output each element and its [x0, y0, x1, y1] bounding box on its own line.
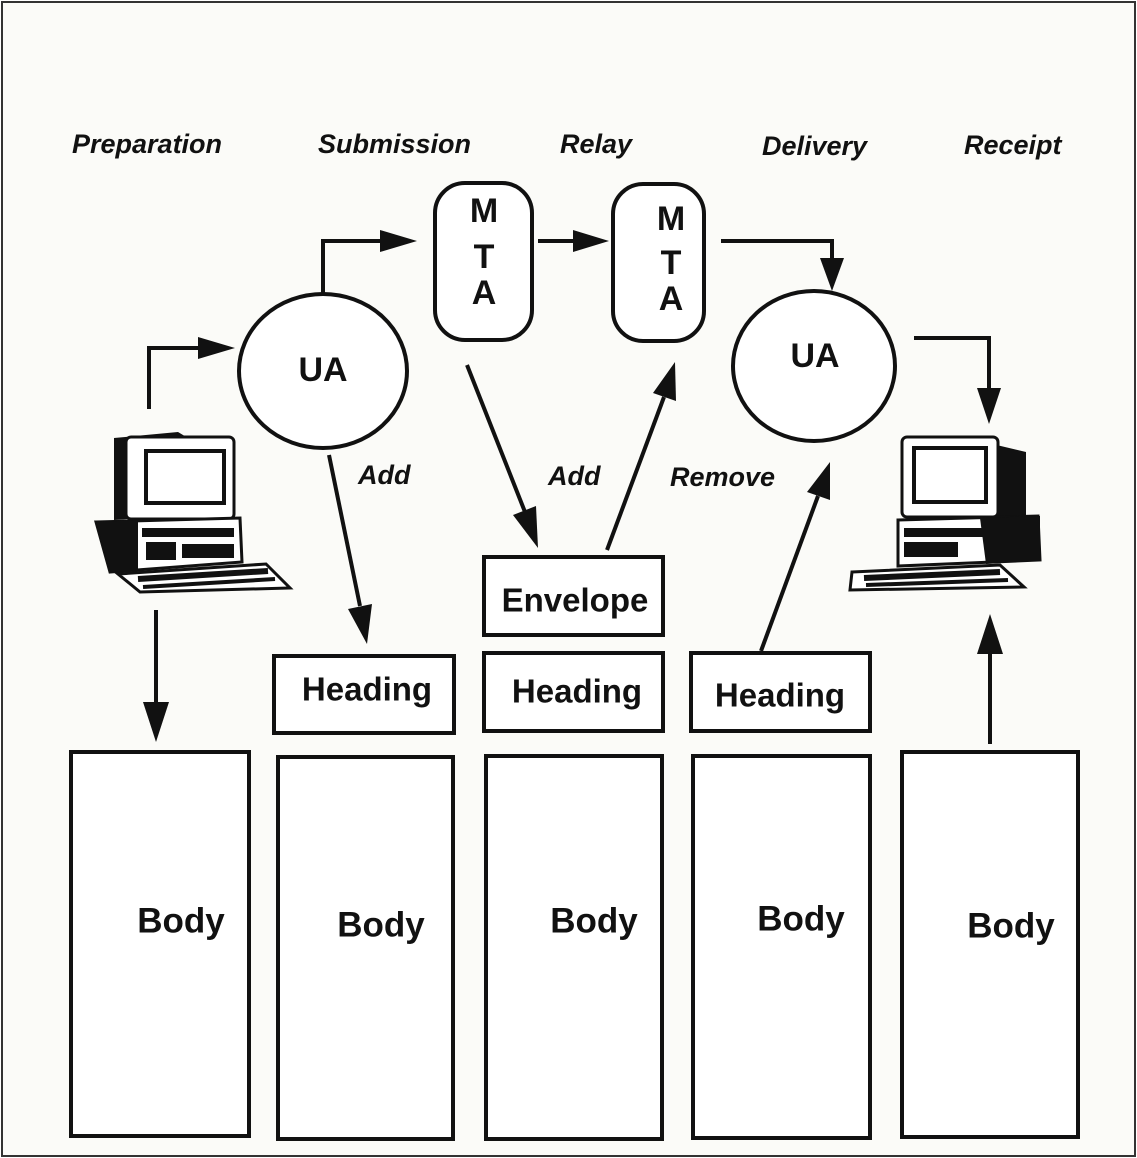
heading-box-delivery [689, 651, 872, 733]
arrow-heading-to-receiver-ua [759, 462, 830, 652]
mta-2-letter-a: A [659, 280, 684, 318]
receiver-ua-node [731, 289, 897, 443]
mta-node-1 [433, 181, 534, 342]
arrow-ua-to-receiver-computer [914, 336, 1001, 424]
arrow-ua-to-mta [321, 230, 417, 296]
body-box-receipt [900, 750, 1080, 1139]
body-label-receipt: Body [967, 906, 1055, 945]
sender-ua-label: UA [298, 351, 347, 389]
receiver-ua-label: UA [790, 337, 839, 375]
arrow-mta-to-mta [538, 230, 609, 252]
mta-1-letter-a: A [472, 274, 497, 312]
arrow-envelope-to-mta [605, 362, 676, 551]
heading-box-relay [482, 651, 665, 733]
heading-label-relay: Heading [512, 673, 642, 710]
receiver-computer-icon [848, 435, 1042, 592]
body-box-preparation [69, 750, 251, 1138]
mta-node-2 [611, 182, 706, 343]
arrow-add-heading [327, 454, 372, 644]
arrow-computer-to-ua [147, 337, 235, 409]
body-label-submission: Body [337, 905, 425, 944]
body-label-delivery: Body [757, 899, 845, 938]
body-box-delivery [691, 754, 872, 1140]
mta-2-letter-m: M [657, 200, 685, 238]
body-box-submission [276, 755, 455, 1141]
arrow-body-to-receiver-computer [977, 614, 1003, 744]
mta-2-letter-t: T [661, 244, 682, 282]
phase-delivery: Delivery [762, 131, 869, 161]
phase-preparation: Preparation [72, 129, 222, 159]
phase-receipt: Receipt [964, 130, 1063, 160]
remove-envelope-label: Remove [670, 462, 775, 492]
arrow-mta-to-receiver-ua [721, 239, 844, 291]
sender-computer-icon [94, 432, 294, 594]
body-label-relay: Body [550, 901, 638, 940]
arrow-computer-to-body [143, 610, 169, 742]
mta-1-letter-m: M [470, 192, 498, 230]
heading-box-submission [272, 654, 456, 735]
phase-submission: Submission [318, 129, 471, 159]
body-label-preparation: Body [137, 901, 225, 940]
envelope-label: Envelope [502, 582, 649, 619]
heading-label-submission: Heading [302, 671, 432, 708]
envelope-box [482, 555, 665, 637]
add-heading-label: Add [357, 460, 411, 490]
heading-label-delivery: Heading [715, 677, 845, 714]
body-box-relay [484, 754, 664, 1141]
add-envelope-label: Add [547, 461, 601, 491]
mta-1-letter-t: T [474, 238, 495, 276]
phase-relay: Relay [560, 129, 634, 159]
arrow-add-envelope [465, 364, 538, 548]
